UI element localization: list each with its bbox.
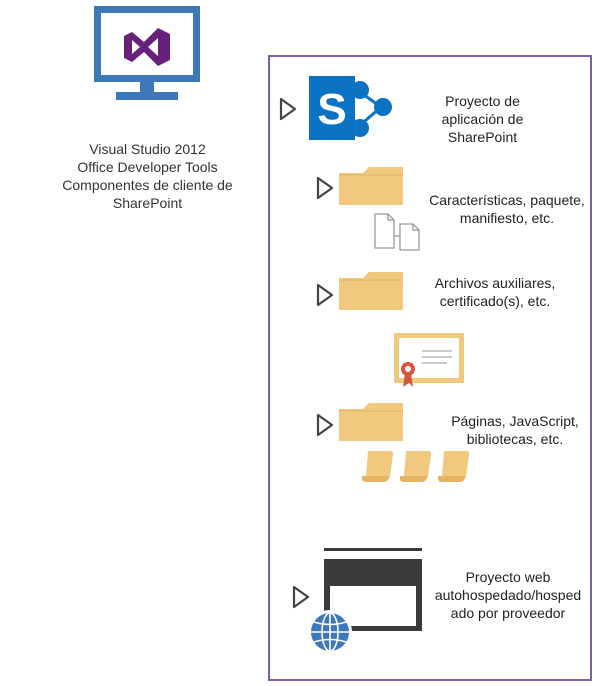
caption-line: Office Developer Tools xyxy=(77,159,218,175)
sharepoint-logo-icon: S xyxy=(305,70,395,155)
label-line: Páginas, JavaScript, xyxy=(451,413,579,429)
label-line: SharePoint xyxy=(447,129,518,145)
visual-studio-caption: Visual Studio 2012 Office Developer Tool… xyxy=(40,140,255,212)
globe-icon xyxy=(306,608,354,661)
label-line: Proyecto de xyxy=(445,93,520,109)
script-scroll-icon xyxy=(398,448,434,489)
expand-arrow-icon[interactable] xyxy=(316,413,334,437)
label-line: bibliotecas, etc. xyxy=(466,431,564,447)
folder-icon[interactable] xyxy=(337,399,407,450)
expand-arrow-icon[interactable] xyxy=(292,585,310,609)
svg-text:S: S xyxy=(317,85,346,134)
label-line: Archivos auxiliares, xyxy=(434,275,556,291)
expand-arrow-icon[interactable] xyxy=(316,176,334,200)
pages-label: Páginas, JavaScript, bibliotecas, etc. xyxy=(440,412,590,448)
label-line: ado por proveedor xyxy=(450,605,566,621)
caption-line: Componentes de cliente de xyxy=(62,177,233,193)
web-project-label: Proyecto web autohospedado/hosped ado po… xyxy=(428,568,588,622)
script-scroll-icon xyxy=(436,448,472,489)
expand-arrow-icon[interactable] xyxy=(316,283,334,307)
label-line: Proyecto web xyxy=(465,569,551,585)
auxiliary-label: Archivos auxiliares, certificado(s), etc… xyxy=(420,274,570,310)
features-label: Características, paquete, manifiesto, et… xyxy=(418,191,596,227)
script-scroll-icon xyxy=(360,448,396,489)
certificate-icon xyxy=(392,331,466,394)
solution-panel xyxy=(268,55,592,681)
visual-studio-monitor-icon xyxy=(92,4,202,111)
label-line: autohospedado/hosped xyxy=(434,587,582,603)
label-line: aplicación de xyxy=(441,111,524,127)
folder-icon[interactable] xyxy=(337,163,407,214)
visual-studio-logo-icon xyxy=(124,28,170,66)
label-line: certificado(s), etc. xyxy=(439,293,551,309)
label-line: Características, paquete, xyxy=(429,192,585,208)
expand-arrow-icon[interactable] xyxy=(279,97,297,121)
document-files-icon xyxy=(372,210,426,257)
caption-line: SharePoint xyxy=(112,195,183,211)
folder-icon[interactable] xyxy=(337,268,407,319)
label-line: manifiesto, etc. xyxy=(459,210,555,226)
sharepoint-app-label: Proyecto de aplicación de SharePoint xyxy=(420,92,545,146)
caption-line: Visual Studio 2012 xyxy=(89,141,206,157)
